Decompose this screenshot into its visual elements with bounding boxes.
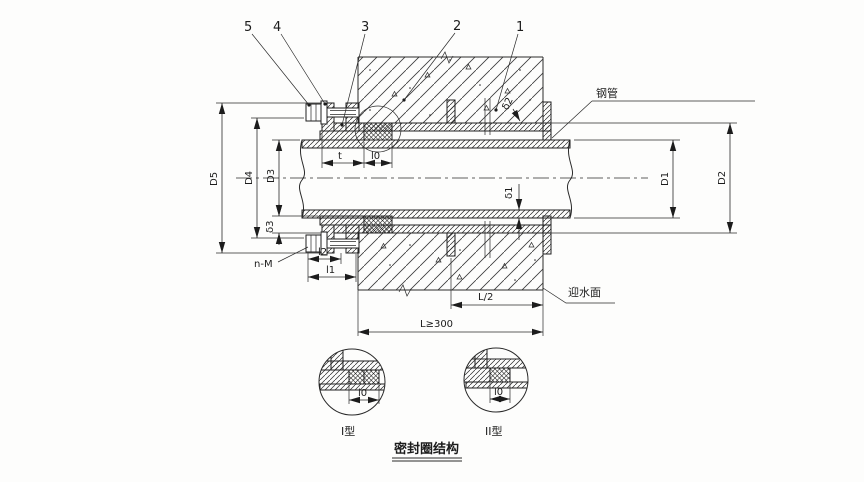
water-face-label-group: 迎水面 [542, 286, 615, 304]
bolt-shaft-bottom [326, 238, 360, 249]
sleeve-seam-lines [484, 98, 491, 258]
steel-pipe-leader [551, 100, 755, 139]
callout-2: 2 [453, 19, 461, 34]
detail-circle-marker [354, 105, 402, 153]
dim-l2-l1: l2 l1 [307, 247, 357, 282]
end-ring-top [542, 101, 552, 141]
dim-D5-label: D5 [209, 172, 220, 186]
pipe-break-right [566, 139, 574, 219]
pipe-wall-top [301, 139, 571, 149]
pipe-wall-bottom [301, 209, 571, 219]
concrete-wall [357, 51, 544, 297]
dim-nM: n-M [254, 246, 309, 270]
dim-L-min: L≥300 [358, 319, 543, 336]
detail-type1: l0 I型 [318, 348, 386, 438]
dim-l0-label: l0 [371, 151, 380, 162]
water-stop-ring-top [446, 99, 456, 124]
steel-pipe-label-group: 钢管 [551, 86, 755, 139]
water-face-label: 迎水面 [568, 286, 601, 299]
break-mark-bottom [398, 284, 412, 297]
steel-pipe-label: 钢管 [596, 86, 618, 100]
detail-type2: l0 II型 [463, 347, 529, 438]
dim-delta2-label: δ2 [501, 96, 516, 112]
dim-L-half-label: L/2 [478, 292, 493, 303]
dim-D4-label: D4 [244, 171, 255, 185]
callout-3: 3 [361, 20, 369, 35]
water-face-leader [542, 287, 615, 304]
end-ring-bottom [542, 215, 552, 255]
dim-D5: D5 [209, 102, 322, 254]
break-mark-top [440, 51, 454, 64]
callout-1: 1 [516, 20, 524, 35]
seal-ring-bottom [363, 215, 393, 234]
caption-seal-structure: 密封圈结构 [393, 441, 459, 457]
dim-l2-label: l2 [318, 247, 327, 258]
caption-group: 密封圈结构 [392, 441, 462, 462]
caption-underline [392, 457, 462, 462]
callout-5: 5 [244, 20, 252, 35]
detail1-l0-label: l0 [358, 388, 367, 399]
bolt-shaft-top [326, 107, 360, 118]
dim-l1-label: l1 [326, 265, 335, 276]
callout-leader-dots [307, 98, 498, 127]
dim-delta3: δ3 [265, 204, 320, 245]
dim-t-l0: t l0 [321, 133, 393, 168]
callouts: 5 4 3 2 1 [244, 19, 524, 127]
callout-4: 4 [273, 20, 281, 35]
dim-delta1-label: δ1 [504, 187, 515, 199]
dim-D1: D1 [574, 139, 680, 219]
seal-ring-top [363, 122, 393, 141]
dim-L-min-label: L≥300 [420, 319, 453, 330]
dim-D3-label: D3 [266, 169, 277, 183]
concrete-symbols [369, 59, 536, 281]
wall-horizontal-edges [358, 56, 543, 291]
dim-delta1: δ1 [504, 184, 523, 240]
detail2-l0-label: l0 [494, 387, 503, 398]
dim-delta2: δ2 [501, 96, 521, 122]
bolt-head-top [305, 103, 322, 122]
water-stop-ring-bottom [446, 232, 456, 257]
dim-t-label: t [338, 151, 342, 162]
bolt-top [305, 100, 360, 125]
detail2-type-label: II型 [485, 424, 503, 438]
dim-L-half: L/2 [357, 258, 544, 336]
dim-D2-label: D2 [717, 171, 728, 185]
dim-delta3-label: δ3 [265, 221, 276, 233]
dim-D2: D2 [551, 122, 737, 234]
dim-D3: D3 [266, 139, 318, 217]
callout-leaders [251, 32, 519, 126]
gland-plate-bottom [319, 215, 365, 226]
dim-D1-label: D1 [660, 172, 671, 186]
detail1-type-label: I型 [341, 424, 355, 438]
dim-nM-label: n-M [254, 259, 273, 270]
pipe-break-left [298, 139, 306, 219]
steel-pipe [298, 139, 574, 219]
bolt-bottom [305, 231, 360, 256]
